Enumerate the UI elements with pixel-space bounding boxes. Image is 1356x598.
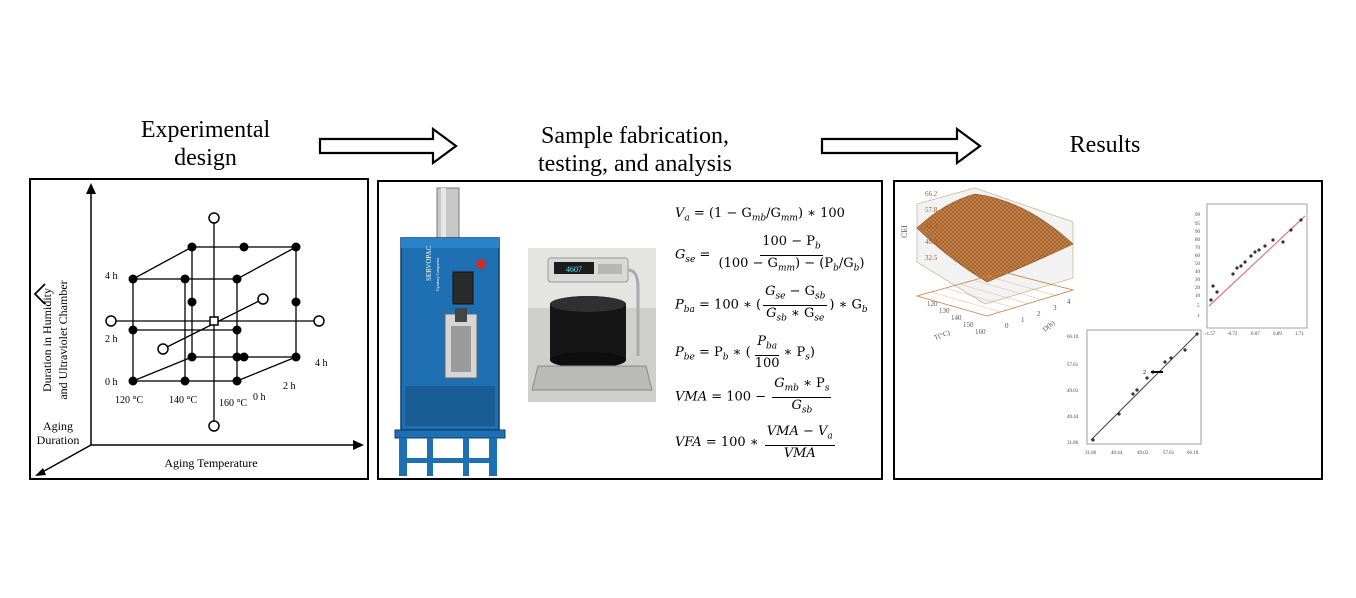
y-axis-label-line1: Duration in Humidity	[40, 288, 54, 392]
z-tick-4h: 4 h	[315, 358, 328, 369]
pred-y-tick: 49.03	[1067, 389, 1079, 394]
pred-y-tick: 57.61	[1067, 363, 1079, 368]
y-tick-2h: 2 h	[105, 334, 118, 345]
machine-subtitle: Gyratory Compactor	[435, 257, 440, 291]
pred-x-tick: 49.03	[1137, 451, 1149, 456]
equation-vfa: VFA = 100 ∗ VMA − Va VMA	[675, 424, 835, 461]
pred-plot-y-ticks: 66.10 57.61 49.03 40.44 31.86	[1067, 335, 1079, 446]
design-cube-diagram: Duration in Humidity and Ultraviolet Cha…	[33, 183, 364, 476]
pred-plot-marker: 2	[1143, 370, 1146, 376]
normal-x-tick: -0.73	[1227, 332, 1238, 337]
normal-x-tick: 0.07	[1251, 332, 1260, 337]
design-panel: Duration in Humidity and Ultraviolet Cha…	[29, 178, 369, 480]
gyratory-compactor-image: SERVOPAC Gyratory Compactor	[394, 187, 506, 476]
normal-y-tick: 50	[1195, 262, 1201, 267]
pred-plot-x-ticks: 31.86 40.44 49.03 57.61 66.10	[1085, 451, 1199, 456]
normal-x-tick: 0.89	[1273, 332, 1282, 337]
normal-y-tick: 5	[1197, 304, 1200, 309]
pred-y-tick: 66.10	[1067, 335, 1079, 340]
surface-t-tick-2: 130	[939, 307, 950, 315]
pred-x-tick: 31.86	[1085, 451, 1097, 456]
normal-plot-x-ticks: -1.57 -0.73 0.07 0.89 1.71	[1205, 332, 1304, 337]
surface-t-tick-5: 160	[975, 328, 986, 336]
z-tick-2h: 2 h	[283, 381, 296, 392]
normal-y-tick: 90	[1195, 230, 1201, 235]
results-panel: CEI 66.2 57.8 49.3 40.9 32.5 120 130 140…	[893, 180, 1323, 480]
stage-title-design-line2: design	[174, 145, 237, 171]
equation-gse: Gse = 100 − Pb (100 − Gmm) − (Pb/Gb)	[675, 234, 865, 274]
flow-arrow-1	[318, 126, 458, 166]
pred-x-tick: 57.61	[1163, 451, 1175, 456]
stage-title-testing: Sample fabrication, testing, and analysi…	[505, 122, 765, 178]
results-plots: CEI 66.2 57.8 49.3 40.9 32.5 120 130 140…	[900, 187, 1308, 456]
surface-d-tick-5: 4	[1067, 298, 1071, 306]
surface-t-label: T(°C)	[933, 329, 952, 342]
normal-y-tick: 60	[1195, 254, 1201, 259]
pred-y-tick: 40.44	[1067, 415, 1079, 420]
surface-t-tick-4: 150	[963, 321, 974, 329]
stage-title-testing-line2: testing, and analysis	[538, 151, 732, 177]
normal-y-tick: 80	[1195, 238, 1201, 243]
surface-d-tick-2: 1	[1021, 316, 1025, 324]
normal-y-tick: 99	[1195, 213, 1201, 218]
y-axis-label-line2: and Ultraviolet Chamber	[56, 280, 70, 399]
normal-x-tick: 1.71	[1295, 332, 1304, 337]
normal-y-tick: 95	[1195, 222, 1201, 227]
pred-x-tick: 40.44	[1111, 451, 1123, 456]
normal-probability-plot	[1206, 203, 1308, 329]
equation-vma: VMA = 100 − Gmb ∗ Ps Gsb	[675, 376, 832, 416]
equation-va: Va = (1 − Gmb/Gmm) ∗ 100	[675, 206, 845, 224]
x-tick-140: 140 °C	[169, 395, 197, 406]
surface-d-tick-4: 3	[1053, 304, 1057, 312]
normal-y-tick: 1	[1197, 314, 1200, 319]
surface-z-tick-5: 32.5	[925, 254, 938, 262]
surface-plot: CEI 66.2 57.8 49.3 40.9 32.5 120 130 140…	[900, 187, 1075, 342]
surface-z-tick-3: 49.3	[925, 222, 938, 230]
x-tick-160: 160 °C	[219, 398, 247, 409]
surface-z-tick-4: 40.9	[925, 238, 938, 246]
z-axis-label-line2: Duration	[37, 433, 80, 447]
x-tick-120: 120 °C	[115, 395, 143, 406]
surface-t-tick-1: 120	[927, 300, 938, 308]
flow-arrow-2	[820, 126, 982, 166]
normal-x-tick: -1.57	[1205, 332, 1216, 337]
surface-t-tick-3: 140	[951, 314, 962, 322]
normal-y-tick: 70	[1195, 246, 1201, 251]
stage-title-results: Results	[1040, 131, 1170, 159]
stage-title-design: Experimental design	[118, 116, 293, 172]
equation-pba: Pba = 100 ∗ (Gse − Gsb Gsb ∗ Gse) ∗ Gb	[675, 284, 868, 324]
scale-display: 4607	[566, 265, 582, 274]
normal-y-tick: 30	[1195, 278, 1201, 283]
y-tick-0h: 0 h	[105, 377, 118, 388]
machine-brand: SERVOPAC	[425, 245, 433, 281]
z-axis-label-line1: Aging	[43, 419, 73, 433]
pred-y-tick: 31.86	[1067, 441, 1079, 446]
y-tick-4h: 4 h	[105, 271, 118, 282]
surface-z-tick-2: 57.8	[925, 206, 938, 214]
z-tick-0h: 0 h	[253, 392, 266, 403]
normal-y-tick: 20	[1195, 286, 1201, 291]
surface-d-tick-1: 0	[1005, 322, 1009, 330]
x-axis-label: Aging Temperature	[164, 456, 257, 470]
normal-plot-y-ticks: 99 95 90 80 70 60 50 40 30 20 10 5 1	[1195, 213, 1201, 319]
surface-z-tick-1: 66.2	[925, 190, 938, 198]
surface-d-label: D(h)	[1041, 318, 1057, 333]
stage-title-testing-line1: Sample fabrication,	[541, 123, 729, 149]
surface-z-label: CEI	[900, 225, 909, 238]
surface-d-tick-3: 2	[1037, 310, 1041, 318]
stage-title-results-line1: Results	[1069, 132, 1141, 158]
stage-title-design-line1: Experimental	[140, 117, 271, 143]
pred-x-tick: 66.10	[1187, 451, 1199, 456]
testing-panel: SERVOPAC Gyratory Compactor 4607	[377, 180, 883, 480]
predicted-vs-actual-plot: 2	[1086, 329, 1202, 445]
normal-y-tick: 40	[1195, 270, 1201, 275]
sample-on-scale-image: 4607	[528, 248, 656, 402]
normal-y-tick: 10	[1195, 294, 1201, 299]
